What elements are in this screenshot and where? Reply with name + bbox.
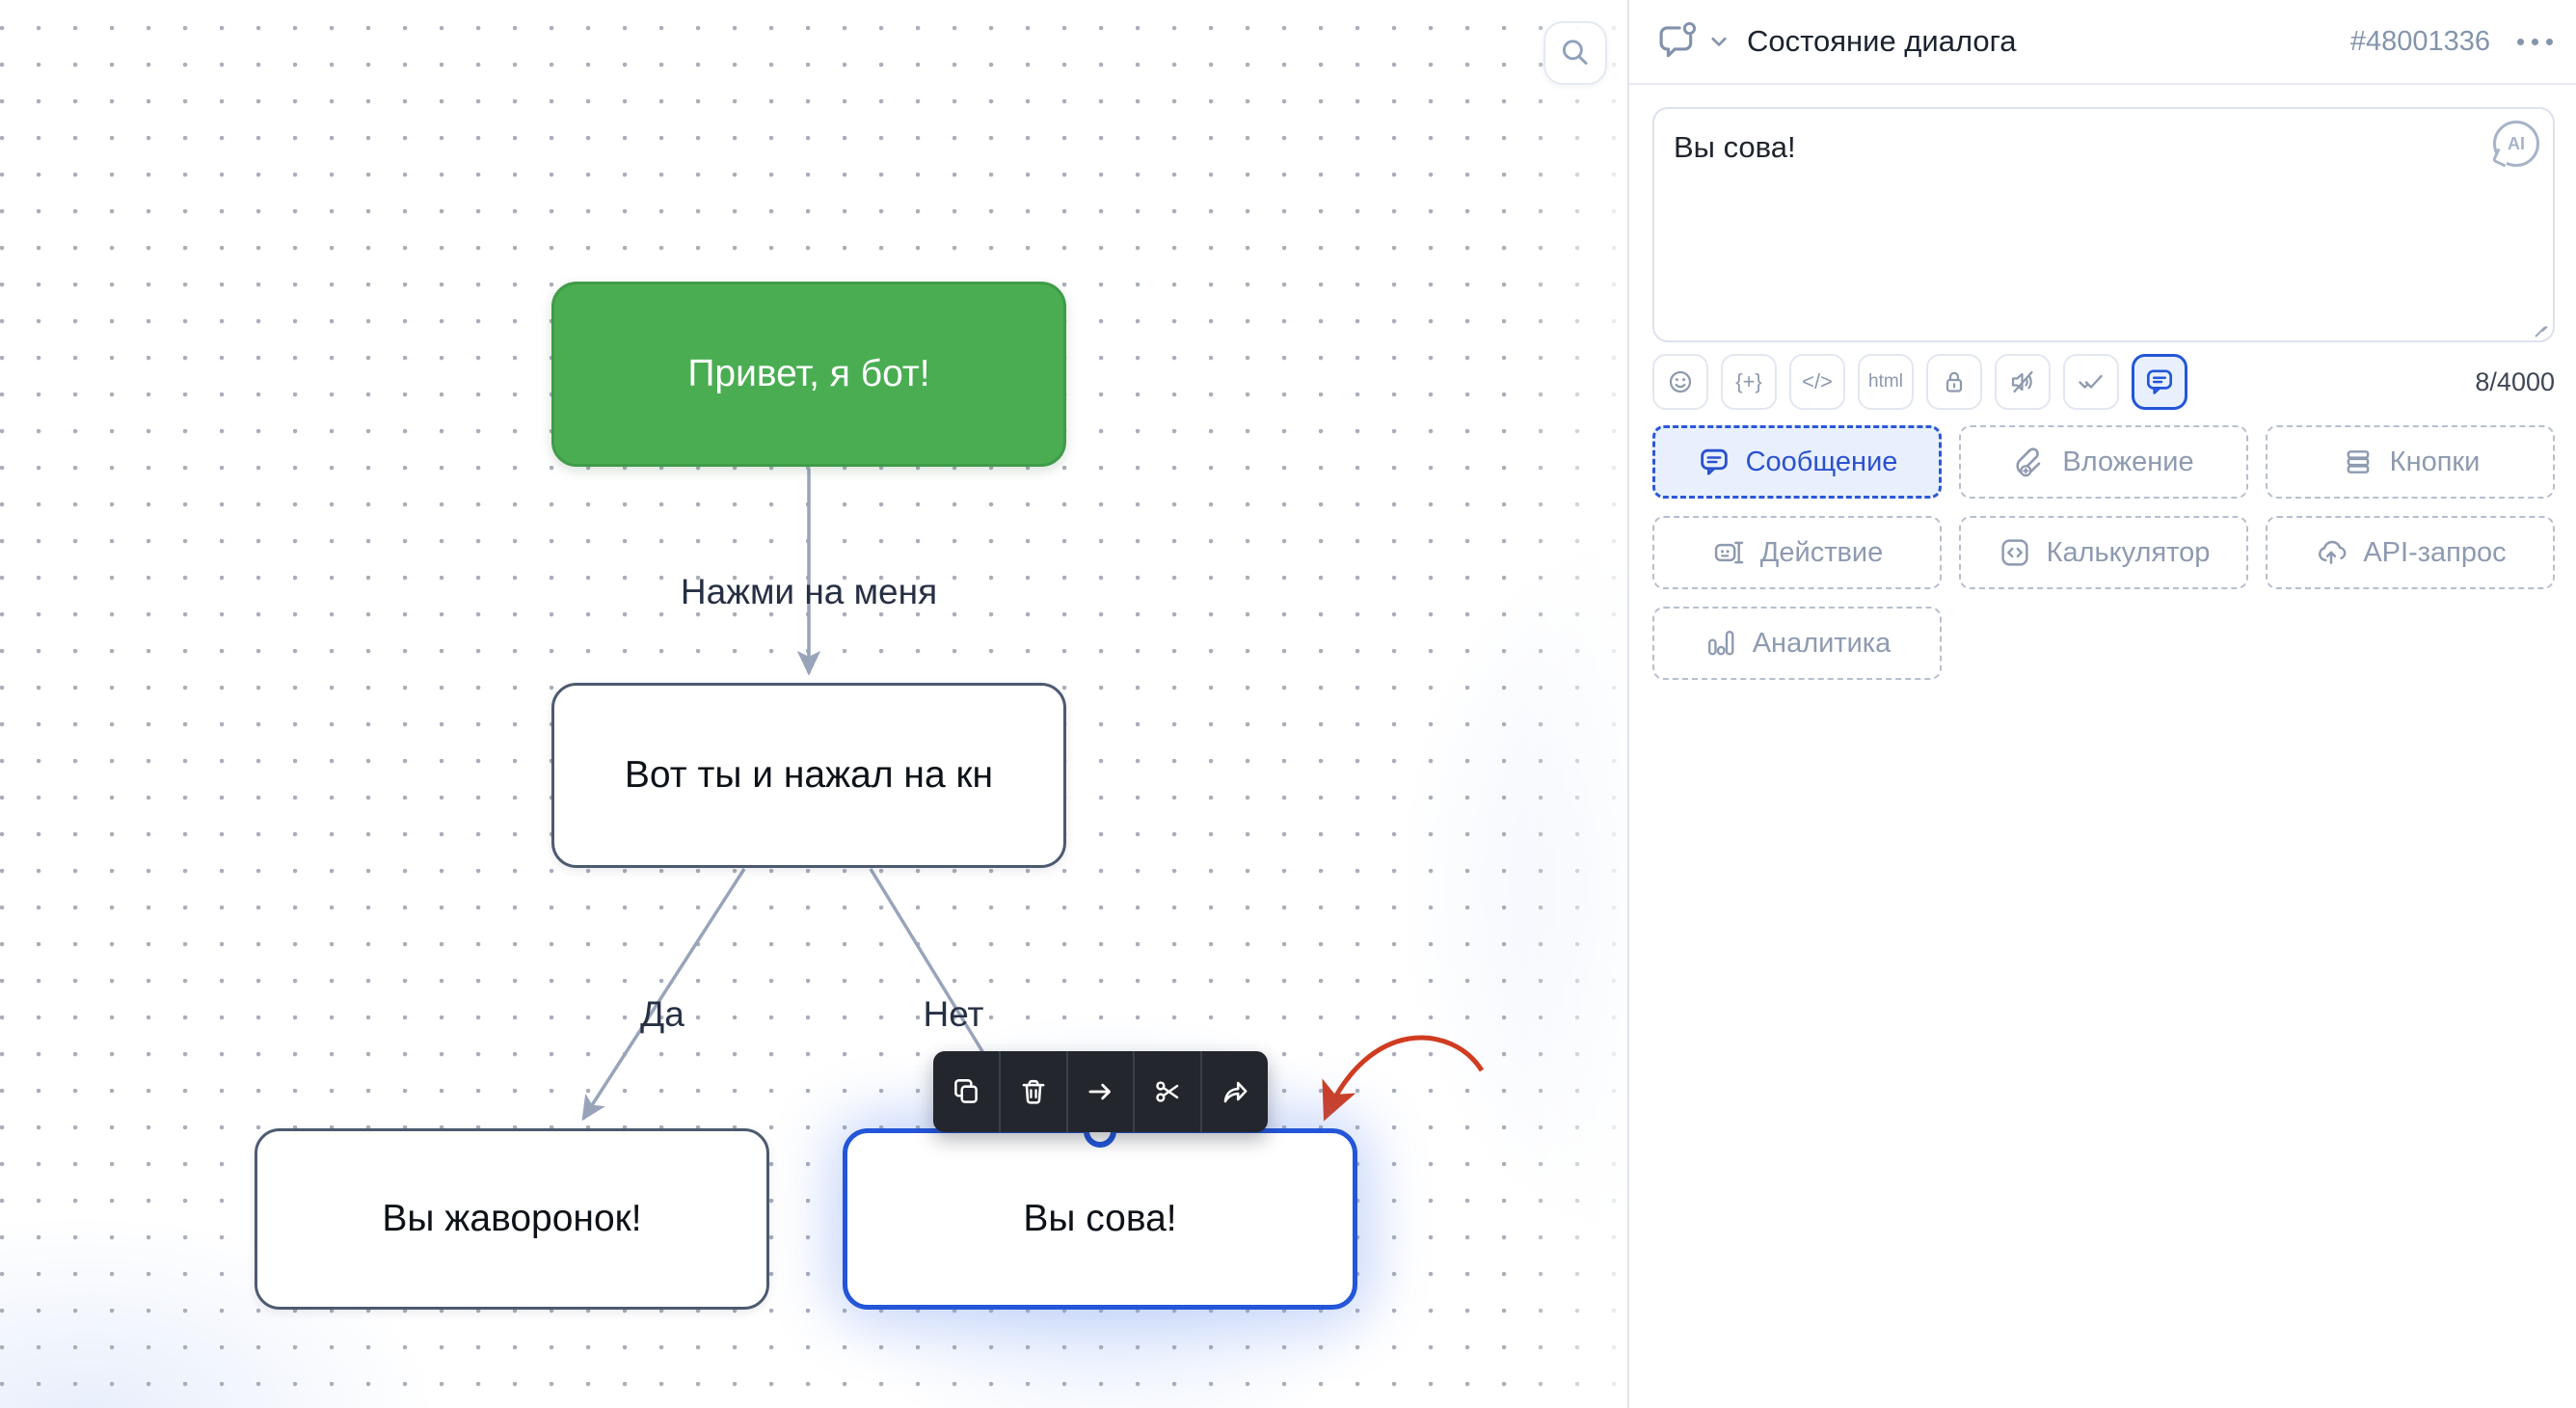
protect-content-button[interactable] (1926, 354, 1982, 410)
analytics-bars-icon (1707, 631, 1734, 656)
message-bubble-icon (2146, 369, 2173, 394)
content-type-label: Сообщение (1745, 446, 1898, 477)
chat-bubble-status-icon (1659, 21, 1697, 58)
disable-notification-button[interactable] (1995, 354, 2051, 410)
read-receipt-button[interactable] (2063, 354, 2119, 410)
node-context-toolbar (933, 1051, 1268, 1132)
node-lark[interactable]: Вы жаворонок! (255, 1128, 769, 1310)
message-text-input[interactable]: Вы сова! (1652, 107, 2555, 342)
content-type-message[interactable]: Сообщение (1652, 425, 1942, 499)
html-label: html (1868, 371, 1903, 392)
search-icon (1562, 40, 1588, 65)
textarea-resize-handle[interactable] (2533, 320, 2548, 336)
edge-label-yes: Да (640, 994, 684, 1034)
share-icon (1223, 1081, 1248, 1103)
arrow-right-icon (1089, 1083, 1112, 1100)
panel-body: Вы сова! AI {+} </> (1629, 85, 2576, 680)
delete-node-button[interactable] (998, 1051, 1066, 1132)
panel-header: Состояние диалога #48001336 (1629, 0, 2576, 83)
action-robot-icon (1714, 541, 1744, 564)
html-mode-button[interactable]: html (1858, 354, 1914, 410)
content-type-label: Кнопки (2389, 446, 2481, 477)
content-type-api-request[interactable]: API-запрос (2266, 516, 2555, 589)
trash-icon (1022, 1079, 1045, 1104)
sound-off-icon (2011, 370, 2033, 393)
content-type-label: Калькулятор (2046, 536, 2211, 568)
panel-title: Состояние диалога (1747, 24, 2017, 58)
node-start[interactable]: Привет, я бот! (551, 282, 1066, 467)
chevron-down-icon (1711, 37, 1727, 46)
cloud-upload-icon (2319, 540, 2347, 564)
content-type-grid: Сообщение Вложение К (1652, 425, 2555, 680)
cut-node-button[interactable] (1133, 1051, 1200, 1132)
copy-node-button[interactable] (933, 1051, 999, 1132)
char-counter: 8/4000 (2475, 366, 2555, 396)
scissors-icon (1156, 1081, 1179, 1102)
message-editor: Вы сова! AI (1652, 107, 2555, 342)
message-bubble-icon (1700, 448, 1728, 475)
more-menu-button[interactable] (2515, 33, 2555, 51)
node-owl-text: Вы сова! (1023, 1198, 1177, 1239)
red-annotation-arrow (1322, 1035, 1485, 1122)
copy-icon (953, 1079, 978, 1103)
content-type-label: Действие (1759, 536, 1884, 568)
content-type-label: Вложение (2062, 446, 2194, 477)
flow-canvas[interactable]: Нажми на меня Да Нет Привет, я бот! Вот … (0, 0, 1627, 1408)
insert-variable-button[interactable]: {+} (1721, 354, 1777, 410)
edge-label-top: Нажми на меня (680, 572, 938, 611)
double-check-icon (2079, 374, 2103, 389)
node-lark-text: Вы жаворонок! (382, 1198, 642, 1239)
canvas-search-button[interactable] (1543, 21, 1607, 85)
emoji-icon (1669, 370, 1692, 393)
buttons-stack-icon (2347, 450, 2370, 474)
content-type-label: API-запрос (2363, 536, 2507, 568)
node-editor-panel: Состояние диалога #48001336 Вы сова! AI (1627, 0, 2576, 1408)
node-middle-text: Вот ты и нажал на кн (624, 754, 994, 796)
content-type-label: Аналитика (1752, 627, 1892, 659)
ai-assistant-button[interactable]: AI (2493, 121, 2539, 167)
emoji-button[interactable] (1652, 354, 1708, 410)
node-start-text: Привет, я бот! (687, 353, 930, 394)
header-divider (1629, 83, 2576, 85)
content-type-attachment[interactable]: Вложение (1959, 425, 2248, 499)
content-type-buttons[interactable]: Кнопки (2266, 425, 2555, 499)
calculator-code-icon (2000, 539, 2028, 566)
lock-icon (1945, 371, 1963, 393)
node-middle[interactable]: Вот ты и нажал на кн (551, 683, 1066, 868)
node-owl-selected[interactable]: Вы сова! (843, 1115, 1357, 1310)
variable-label: {+} (1735, 369, 1762, 393)
edge-label-no: Нет (923, 994, 984, 1034)
node-id-badge: #48001336 (2349, 25, 2490, 57)
code-label: </> (1802, 369, 1833, 393)
node-type-dropdown[interactable] (1708, 31, 1730, 52)
insert-code-button[interactable]: </> (1789, 354, 1845, 410)
paperclip-icon (2016, 447, 2041, 477)
content-type-analytics[interactable]: Аналитика (1652, 607, 1942, 680)
editor-toolbar: {+} </> html (1652, 354, 2555, 410)
content-type-calculator[interactable]: Калькулятор (1959, 516, 2248, 589)
go-to-node-button[interactable] (1065, 1051, 1134, 1132)
content-type-action[interactable]: Действие (1652, 516, 1942, 589)
share-node-button[interactable] (1200, 1051, 1268, 1132)
message-mode-button[interactable] (2132, 354, 2187, 410)
